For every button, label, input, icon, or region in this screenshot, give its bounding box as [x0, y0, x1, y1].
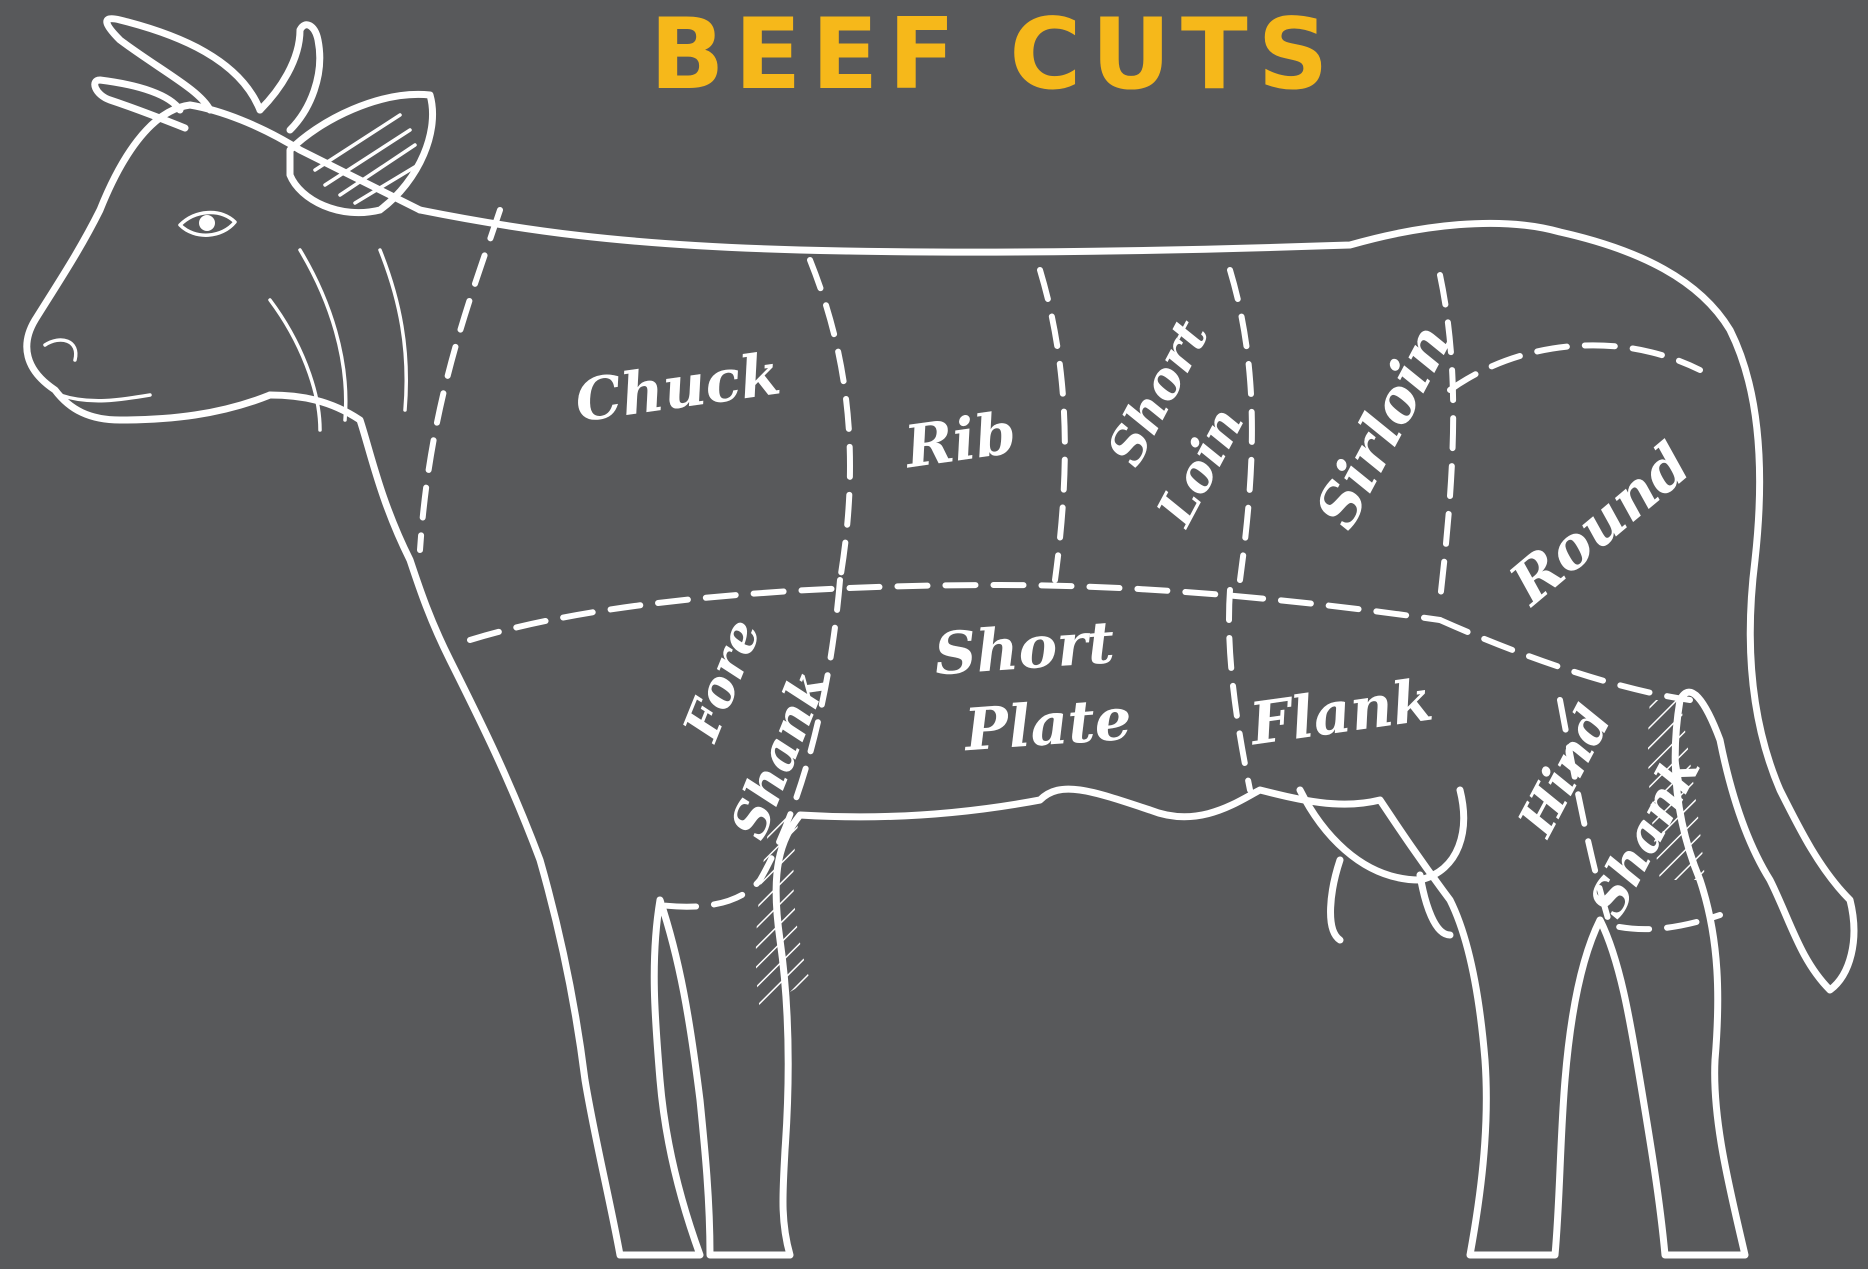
cut-label-rib: Rib [899, 399, 1020, 482]
cut-label-flank: Flank [1244, 666, 1437, 759]
cut-label-short-plate-2: Plate [960, 685, 1133, 765]
cut-line-rib-shortloin [1040, 270, 1065, 580]
udder-teat-1 [1331, 860, 1340, 940]
cow-head-outline [27, 105, 420, 420]
cut-line-round-arc [1450, 345, 1700, 390]
cut-label-round: Round [1495, 430, 1702, 620]
cut-label-short-plate-1: Short [932, 608, 1117, 688]
cut-label-hind-shank-1: Hind [1505, 696, 1623, 847]
cut-label-chuck: Chuck [571, 339, 784, 435]
cow-pupil [199, 215, 215, 231]
cow-mouth [60, 395, 150, 401]
cow-nostril [45, 340, 76, 360]
cut-line-sirloin-round [1440, 275, 1453, 600]
horn-right [95, 80, 185, 128]
cut-label-sirloin: Sirloin [1302, 313, 1465, 539]
cut-line-chuck-rib [810, 260, 850, 580]
neck-folds [270, 250, 406, 430]
fore-leg-hatch [756, 815, 810, 1010]
horn-left [107, 19, 260, 110]
cut-line-chuck-back [420, 210, 500, 550]
cut-line-round-lower [1440, 620, 1690, 700]
horn-top [260, 25, 320, 130]
